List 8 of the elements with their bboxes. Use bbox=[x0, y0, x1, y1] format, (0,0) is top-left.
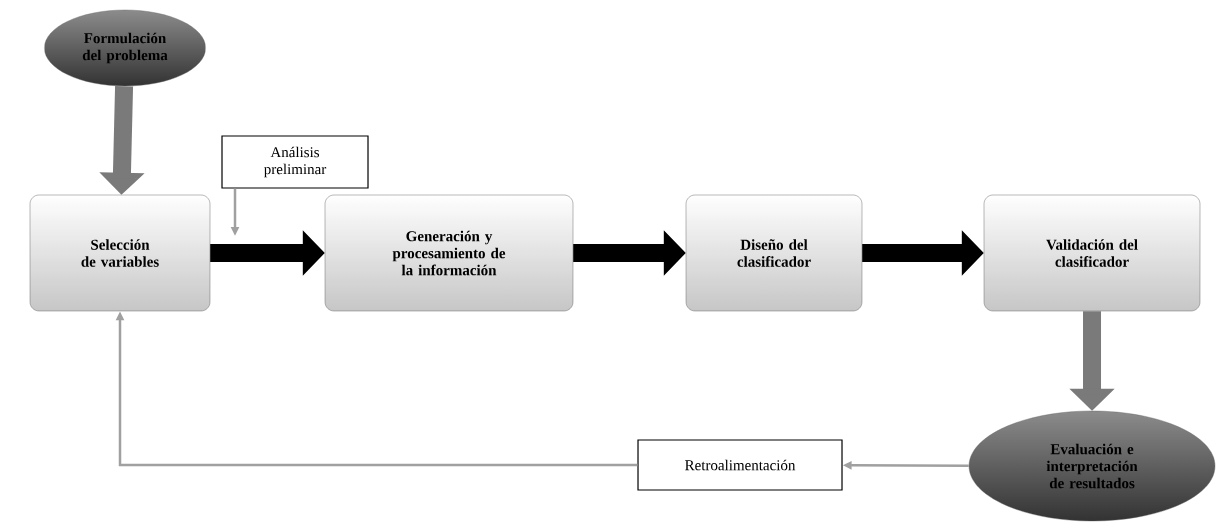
note-box: Retroalimentación bbox=[637, 439, 843, 491]
process-box: Selección de variables bbox=[29, 194, 211, 312]
process-box: Generación y procesamiento de la información bbox=[324, 194, 574, 312]
process-box: Validación del clasificador bbox=[983, 194, 1201, 312]
ellipse-node: Formulación del problema bbox=[44, 9, 206, 87]
note-box: Análisis preliminar bbox=[221, 135, 369, 189]
process-box: Diseño del clasificador bbox=[685, 194, 863, 312]
ellipse-node: Evaluación e interpretación de resultados bbox=[968, 410, 1216, 522]
